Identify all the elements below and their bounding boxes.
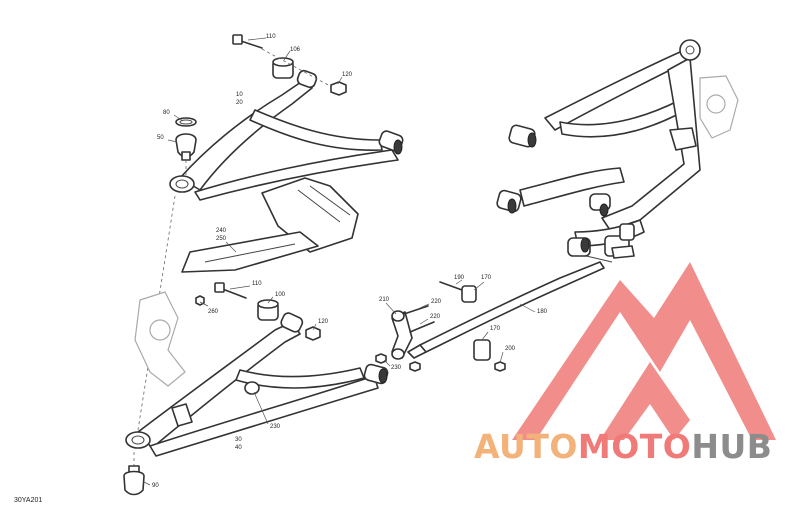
callout-c180: 180 bbox=[537, 309, 548, 315]
callout-c120b: 120 bbox=[318, 319, 329, 325]
automotohub-wordmark: AUTOMOTOHUB bbox=[474, 430, 772, 463]
callout-c240: 240 bbox=[216, 228, 227, 234]
sway-bar bbox=[407, 254, 613, 372]
callout-c170: 170 bbox=[481, 275, 492, 281]
wordmark-hub: HUB bbox=[691, 427, 773, 466]
diagram-code: 30YA201 bbox=[14, 497, 43, 504]
callout-c220b: 220 bbox=[430, 314, 441, 320]
callout-c110a: 110 bbox=[266, 34, 276, 40]
callout-leaders bbox=[143, 37, 536, 486]
knuckle-ghost bbox=[134, 291, 186, 387]
sway-bar-link bbox=[375, 305, 435, 372]
wordmark-moto: MOTO bbox=[577, 427, 692, 466]
callout-c170b: 170 bbox=[490, 326, 501, 332]
callout-c230a: 230 bbox=[391, 365, 402, 371]
callout-c106: 106 bbox=[290, 47, 301, 53]
skid-guard bbox=[181, 177, 359, 273]
right-arm-assembly bbox=[496, 39, 701, 259]
callout-c260: 260 bbox=[208, 309, 219, 315]
callout-c210: 210 bbox=[379, 297, 390, 303]
lower-a-arm bbox=[125, 312, 389, 457]
lower-ball-joint bbox=[123, 452, 145, 496]
logo-triangle bbox=[512, 262, 776, 440]
callout-c220a: 220 bbox=[431, 299, 442, 305]
wordmark-auto: AUTO bbox=[474, 427, 578, 466]
callout-c30: 30 bbox=[235, 437, 242, 443]
callout-c250: 250 bbox=[216, 236, 227, 242]
callout-c110b: 110 bbox=[252, 281, 262, 287]
callout-c190: 190 bbox=[454, 275, 465, 281]
callout-c200: 200 bbox=[505, 346, 516, 352]
lower-bushing-and-bolt bbox=[195, 282, 321, 341]
callout-c40: 40 bbox=[235, 445, 242, 451]
callout-c100: 100 bbox=[275, 292, 286, 298]
callout-c230b: 230 bbox=[270, 424, 281, 430]
callout-c90: 90 bbox=[152, 483, 159, 489]
callout-c50: 50 bbox=[157, 135, 164, 141]
callout-c10: 10 bbox=[236, 92, 243, 98]
right-knuckle-ghost bbox=[699, 75, 739, 139]
callout-c120a: 120 bbox=[342, 72, 353, 78]
callout-labels: 110 106 120 10 20 80 50 240 250 110 100 260 120 210 22… bbox=[152, 34, 548, 489]
callout-c80: 80 bbox=[163, 110, 170, 116]
callout-c20: 20 bbox=[236, 100, 243, 106]
upper-a-arm bbox=[169, 69, 404, 201]
